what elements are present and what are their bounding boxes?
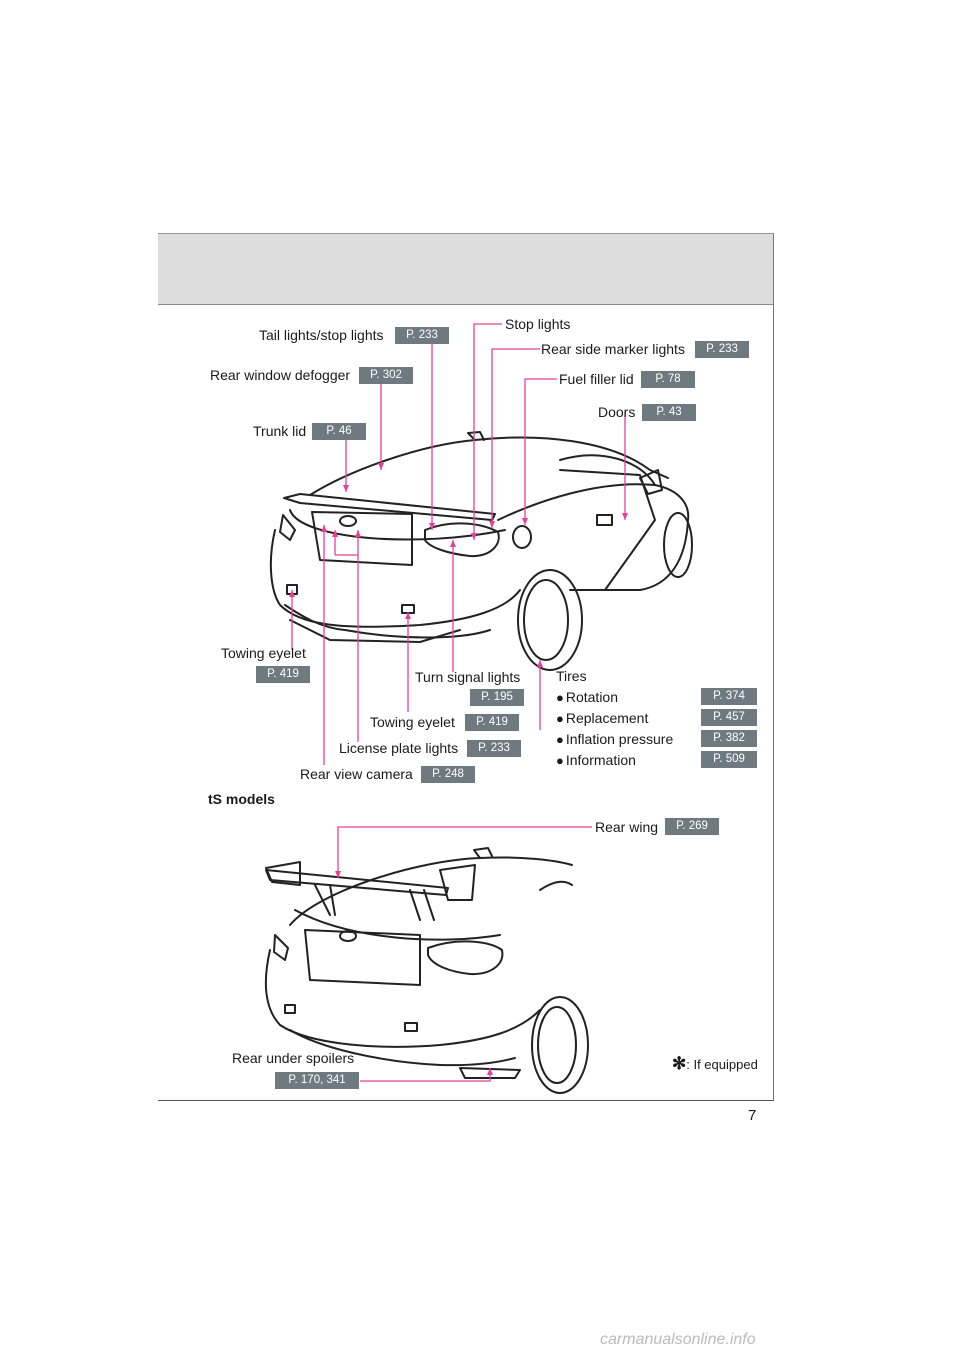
tires-title: Tires	[556, 668, 587, 684]
fuel-filler-lid-page-badge[interactable]: P. 78	[641, 371, 695, 388]
watermark: carmanualsonline.info	[600, 1331, 756, 1348]
tires-inflation-label: Inflation pressure	[565, 731, 674, 747]
tires-rotation-page-badge[interactable]: P. 374	[701, 688, 757, 705]
towing-eyelet-left-page-badge[interactable]: P. 419	[256, 666, 310, 683]
ts-models-heading: tS models	[208, 791, 275, 807]
turn-signal-label: Turn signal lights	[415, 669, 521, 685]
tires-inflation-page-badge[interactable]: P. 382	[701, 730, 757, 747]
rear-window-defogger-page-badge[interactable]: P. 302	[359, 367, 413, 384]
tires-rotation-item: ●Rotation	[556, 689, 619, 705]
tires-replacement-page-badge[interactable]: P. 457	[701, 709, 757, 726]
tail-lights-page-badge[interactable]: P. 233	[395, 327, 449, 344]
fuel-filler-lid-label: Fuel filler lid	[559, 371, 634, 387]
rear-under-spoilers-label: Rear under spoilers	[232, 1050, 355, 1066]
towing-eyelet-left-label: Towing eyelet	[221, 645, 306, 661]
towing-eyelet-center-page-badge[interactable]: P. 419	[465, 714, 519, 731]
license-plate-lights-label: License plate lights	[339, 740, 459, 756]
tires-rotation-label: Rotation	[565, 689, 619, 705]
license-plate-lights-page-badge[interactable]: P. 233	[467, 740, 521, 757]
tires-replacement-label: Replacement	[565, 710, 649, 726]
asterisk-icon: ✻	[672, 1054, 687, 1073]
if-equipped-footnote: ✻: If equipped	[672, 1054, 758, 1074]
tires-information-item: ●Information	[556, 752, 636, 768]
rear-wing-label: Rear wing	[595, 819, 659, 835]
rear-side-marker-label: Rear side marker lights	[541, 341, 685, 357]
trunk-lid-page-badge[interactable]: P. 46	[312, 423, 366, 440]
tires-inflation-item: ●Inflation pressure	[556, 731, 674, 747]
page-number: 7	[748, 1107, 757, 1124]
turn-signal-page-badge[interactable]: P. 195	[470, 689, 524, 706]
towing-eyelet-center-label: Towing eyelet	[370, 714, 455, 730]
doors-page-badge[interactable]: P. 43	[642, 404, 696, 421]
rear-view-camera-label: Rear view camera	[300, 766, 413, 782]
section-header-band	[158, 233, 774, 305]
bottom-rule	[158, 1100, 774, 1101]
stop-lights-label: Stop lights	[505, 316, 571, 332]
rear-under-spoilers-page-badge[interactable]: P. 170, 341	[275, 1072, 359, 1089]
doors-label: Doors	[598, 404, 636, 420]
rear-wing-page-badge[interactable]: P. 269	[665, 818, 719, 835]
rear-view-camera-page-badge[interactable]: P. 248	[421, 766, 475, 783]
rear-window-defogger-label: Rear window defogger	[210, 367, 351, 383]
tail-lights-label: Tail lights/stop lights	[259, 327, 384, 343]
tires-replacement-item: ●Replacement	[556, 710, 649, 726]
tires-information-label: Information	[565, 752, 636, 768]
if-equipped-text: : If equipped	[686, 1057, 758, 1072]
trunk-lid-label: Trunk lid	[253, 423, 307, 439]
page-frame	[158, 233, 774, 1101]
tires-information-page-badge[interactable]: P. 509	[701, 751, 757, 768]
rear-side-marker-page-badge[interactable]: P. 233	[695, 341, 749, 358]
